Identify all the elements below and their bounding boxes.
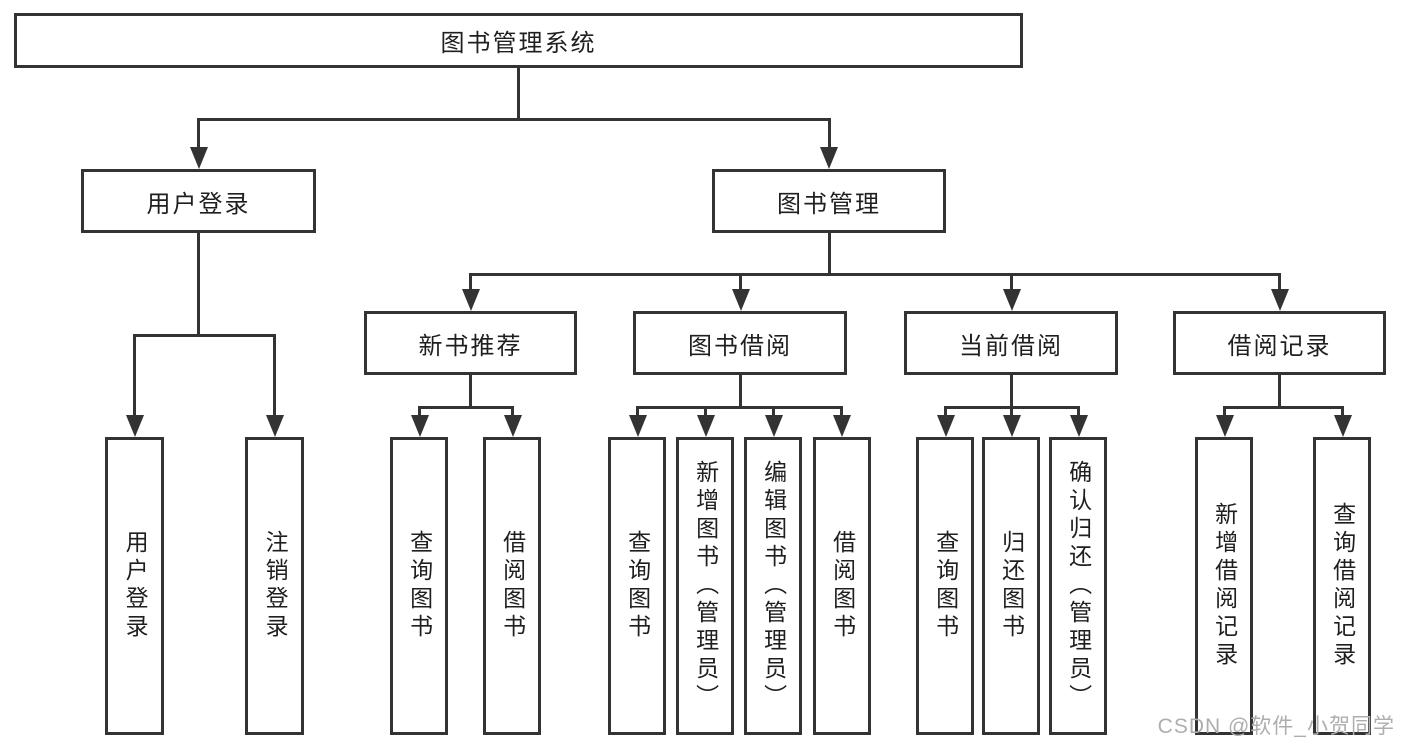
connector-line	[1278, 273, 1281, 298]
node-book-borrowing: 图书借阅	[633, 311, 847, 375]
arrow-down-icon	[820, 147, 838, 169]
node-label: 图书管理	[777, 190, 881, 218]
leaf-label: 新增借阅记录	[1211, 502, 1238, 670]
arrow-down-icon	[266, 415, 284, 437]
connector-line	[739, 273, 742, 298]
connector-line	[840, 406, 843, 421]
csdn-watermark: CSDN @软件_小贺同学	[1157, 715, 1395, 738]
arrow-down-icon	[1070, 415, 1088, 437]
leaf-label: 借阅图书	[499, 530, 526, 642]
leaf-label: 查询借阅记录	[1329, 502, 1356, 670]
connector-line	[1223, 406, 1344, 409]
connector-line	[418, 406, 421, 421]
connector-line	[418, 406, 514, 409]
connector-line	[772, 406, 775, 421]
arrow-down-icon	[1334, 415, 1352, 437]
node-current-borrowing: 当前借阅	[904, 311, 1118, 375]
node-label: 新书推荐	[418, 332, 523, 360]
arrow-down-icon	[697, 415, 715, 437]
leaf-recommend-borrow-book: 借阅图书	[483, 437, 541, 735]
node-user-login: 用户登录	[81, 169, 316, 233]
arrow-down-icon	[462, 289, 480, 311]
node-label: 图书管理系统	[440, 30, 597, 57]
arrow-down-icon	[1003, 415, 1021, 437]
connector-line	[197, 233, 200, 337]
leaf-borrow-add-book-admin: 新增图书（管理员）	[676, 437, 734, 735]
arrow-down-icon	[190, 147, 208, 169]
node-new-book-recommendation: 新书推荐	[364, 311, 577, 375]
node-label: 用户登录	[146, 190, 251, 218]
connector-line	[828, 233, 831, 276]
connector-line	[944, 406, 947, 421]
connector-line	[517, 68, 520, 120]
leaf-logout: 注销登录	[245, 437, 304, 735]
connector-line	[469, 273, 472, 298]
connector-line	[704, 406, 707, 421]
connector-line	[133, 334, 136, 422]
arrow-down-icon	[126, 415, 144, 437]
node-label: 图书借阅	[688, 332, 792, 360]
connector-line	[1010, 375, 1013, 408]
arrow-down-icon	[411, 415, 429, 437]
leaf-label: 查询图书	[932, 530, 959, 642]
connector-line	[197, 118, 200, 158]
arrow-down-icon	[1216, 415, 1234, 437]
leaf-records-add-record: 新增借阅记录	[1195, 437, 1253, 735]
connector-line	[828, 118, 831, 158]
leaf-borrow-borrow-book: 借阅图书	[813, 437, 871, 735]
node-book-management: 图书管理	[712, 169, 946, 233]
leaf-user-login: 用户登录	[105, 437, 164, 735]
arrow-down-icon	[629, 415, 647, 437]
connector-line	[197, 118, 831, 121]
arrow-down-icon	[937, 415, 955, 437]
connector-line	[739, 375, 742, 408]
arrow-down-icon	[1271, 289, 1289, 311]
leaf-borrow-query-book: 查询图书	[608, 437, 666, 735]
leaf-borrow-edit-book-admin: 编辑图书（管理员）	[744, 437, 802, 735]
node-label: 借阅记录	[1227, 332, 1332, 360]
leaf-records-query-record: 查询借阅记录	[1313, 437, 1371, 735]
connector-line	[1223, 406, 1226, 421]
leaf-label: 归还图书	[998, 530, 1025, 642]
connector-line	[1341, 406, 1344, 421]
node-label: 当前借阅	[959, 332, 1063, 360]
connector-line	[1010, 273, 1013, 298]
arrow-down-icon	[833, 415, 851, 437]
arrow-down-icon	[1003, 289, 1021, 311]
leaf-label: 新增图书（管理员）	[692, 460, 719, 712]
leaf-label: 查询图书	[406, 530, 433, 642]
leaf-label: 编辑图书（管理员）	[760, 460, 787, 712]
arrow-down-icon	[504, 415, 522, 437]
leaf-label: 查询图书	[624, 530, 651, 642]
leaf-current-return-book: 归还图书	[982, 437, 1040, 735]
leaf-label: 借阅图书	[829, 530, 856, 642]
connector-line	[636, 406, 639, 421]
node-borrowing-records: 借阅记录	[1173, 311, 1386, 375]
leaf-current-confirm-return-admin: 确认归还（管理员）	[1049, 437, 1107, 735]
leaf-current-query-book: 查询图书	[916, 437, 974, 735]
connector-line	[273, 334, 276, 422]
connector-line	[636, 406, 843, 409]
node-library-management-system: 图书管理系统	[14, 13, 1023, 68]
connector-line	[469, 375, 472, 408]
leaf-recommend-query-book: 查询图书	[390, 437, 448, 735]
leaf-label: 注销登录	[262, 530, 289, 642]
arrow-down-icon	[732, 289, 750, 311]
leaf-label: 确认归还（管理员）	[1065, 460, 1092, 712]
connector-line	[1278, 375, 1281, 408]
connector-line	[469, 273, 1281, 276]
connector-line	[133, 334, 276, 337]
leaf-label: 用户登录	[122, 530, 149, 642]
connector-line	[511, 406, 514, 421]
connector-line	[1010, 406, 1013, 421]
arrow-down-icon	[765, 415, 783, 437]
connector-line	[1077, 406, 1080, 421]
